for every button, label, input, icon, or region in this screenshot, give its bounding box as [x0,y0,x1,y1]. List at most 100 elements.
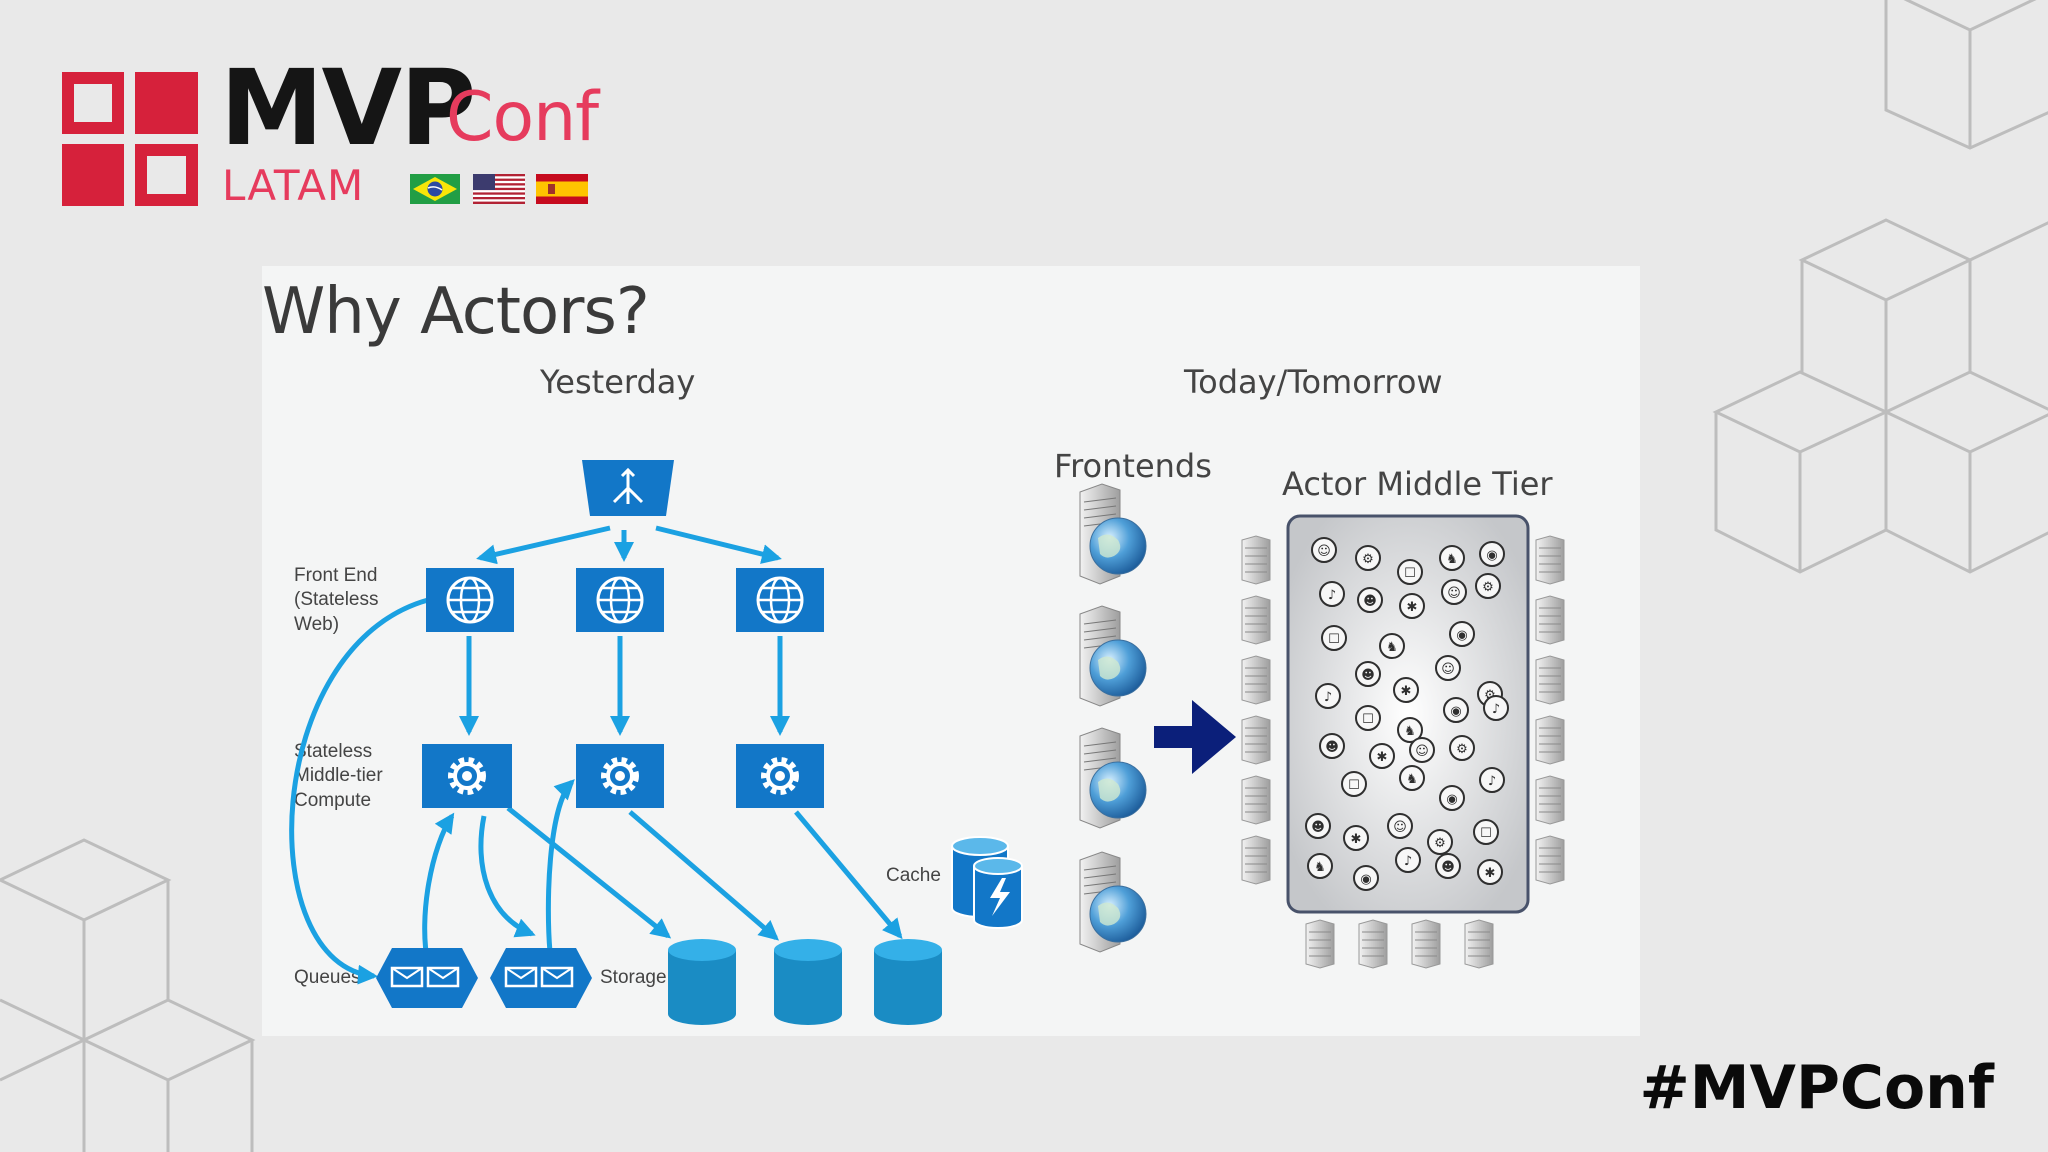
actor-icon: ◉ [1449,621,1475,647]
logo-conf-text: Conf [446,78,599,157]
storage-icon [668,939,736,1025]
globe-icon [576,568,664,632]
server-icon [1241,655,1271,705]
actor-icon: ✱ [1393,677,1419,703]
actor-icon: ☐ [1473,819,1499,845]
gear-icon [576,744,664,808]
actor-icon: ⚙ [1475,573,1501,599]
svg-text:⚙: ⚙ [1482,580,1494,595]
actor-icon: ♪ [1319,581,1345,607]
spain-flag-icon [536,174,588,204]
actor-icon: ⚙ [1449,735,1475,761]
actor-icon: ◉ [1443,697,1469,723]
logo-squares-icon [62,72,198,206]
svg-text:☻: ☻ [1361,668,1375,683]
svg-text:◉: ◉ [1486,548,1497,563]
load-balancer-icon [582,460,674,516]
server-icon [1535,535,1565,585]
actor-icon: ☺ [1409,737,1435,763]
queue-icon [376,948,478,1008]
server-icon [1241,595,1271,645]
server-icon [1241,715,1271,765]
actor-icon: ☻ [1305,813,1331,839]
actor-icon: ☻ [1319,733,1345,759]
server-icon [1241,775,1271,825]
actor-icon: ◉ [1479,541,1505,567]
storage-label: Storage [600,967,667,988]
server-icon [1535,595,1565,645]
svg-text:♪: ♪ [1492,702,1500,717]
svg-text:☺: ☺ [1317,544,1331,559]
svg-text:☺: ☺ [1415,744,1429,759]
server-globe-icon [1079,483,1147,585]
svg-text:☐: ☐ [1348,778,1360,793]
svg-text:☺: ☺ [1441,662,1455,677]
server-icon [1305,919,1335,969]
server-icon [1464,919,1494,969]
actor-icon: ☻ [1435,853,1461,879]
brazil-flag-icon [410,174,460,204]
frontends-heading: Frontends [1054,447,1212,485]
svg-text:☺: ☺ [1393,820,1407,835]
server-icon [1535,655,1565,705]
svg-text:⚙: ⚙ [1484,688,1496,703]
cache-label: Cache [886,865,941,886]
server-globe-icon [1079,727,1147,829]
svg-text:☐: ☐ [1328,632,1340,647]
hashtag-text: #MVPConf [1639,1053,1994,1123]
front-end-label: Front End (Stateless Web) [294,565,379,635]
svg-text:⚙: ⚙ [1434,836,1446,851]
slide-panel: Why Actors? Yesterday Today/Tomorrow Fro… [262,266,1640,1036]
decor-cube [0,838,256,1152]
svg-text:♞: ♞ [1404,724,1416,739]
flow-arrows [289,525,903,985]
actor-icon: ♞ [1397,717,1423,743]
actor-icon: ♪ [1479,767,1505,793]
actor-icon: ☺ [1441,579,1467,605]
server-icon [1535,775,1565,825]
actor-icon: ◉ [1353,865,1379,891]
actor-icon: ◉ [1439,785,1465,811]
svg-text:♞: ♞ [1446,552,1458,567]
svg-text:☻: ☻ [1325,740,1339,755]
svg-text:♪: ♪ [1324,690,1332,705]
svg-text:⚙: ⚙ [1362,552,1374,567]
svg-text:☻: ☻ [1311,820,1325,835]
svg-text:☐: ☐ [1480,826,1492,841]
actor-icon: ☺ [1435,655,1461,681]
svg-text:☻: ☻ [1363,594,1377,609]
svg-text:✱: ✱ [1407,600,1418,615]
logo-latam-text: LATAM [222,161,365,210]
gear-icon [736,744,824,808]
svg-text:✱: ✱ [1377,750,1388,765]
actor-icon: ⚙ [1355,545,1381,571]
actor-icon: ✱ [1343,825,1369,851]
cache-icon [951,836,1023,929]
actor-icon: ☐ [1355,705,1381,731]
svg-text:♞: ♞ [1406,772,1418,787]
usa-flag-icon [473,174,525,204]
svg-text:⚙: ⚙ [1456,742,1468,757]
actor-icon: ⚙ [1427,829,1453,855]
actor-icon: ♞ [1399,765,1425,791]
globe-icon [736,568,824,632]
actor-icon: ☐ [1341,771,1367,797]
svg-text:♪: ♪ [1404,854,1412,869]
actor-icon: ☺ [1311,537,1337,563]
server-icon [1241,535,1271,585]
svg-text:◉: ◉ [1360,872,1371,887]
decor-cube [1884,0,2048,150]
svg-text:◉: ◉ [1446,792,1457,807]
svg-text:☺: ☺ [1447,586,1461,601]
arrow-right-icon [1154,700,1236,774]
actor-icon: ♞ [1439,545,1465,571]
queue-icon [490,948,592,1008]
svg-text:☻: ☻ [1441,860,1455,875]
storage-icon [874,939,942,1025]
svg-text:✱: ✱ [1351,832,1362,847]
storage-icon [774,939,842,1025]
server-icon [1358,919,1388,969]
svg-text:◉: ◉ [1456,628,1467,643]
actor-icon: ☐ [1397,559,1423,585]
